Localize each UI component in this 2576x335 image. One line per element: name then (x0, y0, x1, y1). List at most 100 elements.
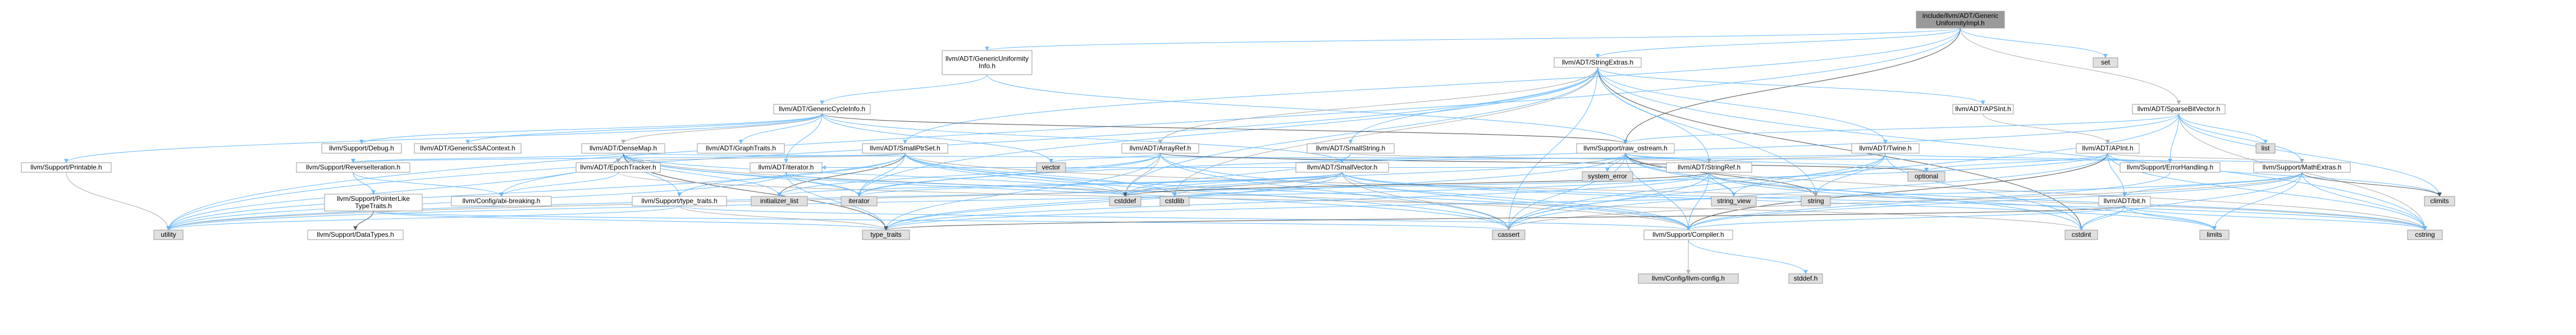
node-rawostream[interactable]: llvm/Support/raw_ostream.h (1576, 143, 1675, 154)
node-iterator_h[interactable]: llvm/ADT/iterator.h (750, 162, 823, 173)
edge-stringextras-to-iterator (857, 67, 1598, 197)
node-box (21, 162, 112, 173)
edge-apsint-to-apint (1983, 113, 2110, 144)
node-box (2076, 143, 2140, 154)
node-apint[interactable]: llvm/ADT/APInt.h (2076, 143, 2140, 154)
node-epochtracker[interactable]: llvm/ADT/EpochTracker.h (576, 162, 661, 173)
node-stddef: stddef.h (1788, 273, 1823, 284)
edge-iterator_h-to-cstddef (785, 172, 1127, 197)
node-mathextras[interactable]: llvm/Support/MathExtras.h (2253, 162, 2351, 173)
node-box (750, 162, 823, 173)
node-label: llvm/Support/Debug.h (329, 144, 394, 152)
node-label: llvm/Support/raw_ostream.h (1583, 144, 1667, 152)
edge-stringref-to-compiler (1686, 172, 1710, 231)
edge-typetraits_h-to-compiler (679, 205, 1691, 231)
edge-twine-to-smallvector (1340, 153, 1886, 163)
node-typetraits_h[interactable]: llvm/Support/type_traits.h (632, 196, 727, 206)
node-string_view: string_view (1711, 196, 1757, 206)
edge-epochtracker-to-abibreaking (499, 172, 619, 197)
edge-rawostream-to-cstddef (1123, 153, 1626, 197)
edge-mathextras-to-limits (2212, 172, 2303, 231)
node-label: optional (1915, 172, 1938, 180)
edge-smallvector-to-init_list (777, 172, 1343, 197)
node-box (2120, 162, 2221, 173)
node-label: llvm/ADT/GenericCycleInfo.h (779, 105, 865, 113)
node-reverseiter[interactable]: llvm/Support/ReverseIteration.h (296, 162, 410, 173)
edge-ptrlike-to-datatypes (353, 210, 374, 231)
edge-smallptrset-to-cstdlib (905, 153, 1177, 197)
node-label: llvm/Config/llvm-config.h (1652, 274, 1725, 282)
edge-smallptrset-to-reverseiter (351, 153, 906, 163)
node-label: climits (2430, 197, 2449, 205)
node-label: utility (161, 231, 176, 238)
edge-iterator_h-to-type_traits (785, 172, 888, 231)
node-abibreaking[interactable]: llvm/Config/abi-breaking.h (451, 196, 552, 206)
edge-sparsebv-to-errorhandling (2168, 113, 2180, 163)
node-genssactx[interactable]: llvm/ADT/GenericSSAContext.h (414, 143, 522, 154)
node-llvmconfig: llvm/Config/llvm-config.h (1638, 273, 1739, 284)
edge-gencycleinfo-to-graphtraits (738, 113, 823, 144)
node-label: cstdlib (1165, 197, 1184, 205)
node-label: limits (2207, 231, 2222, 238)
node-box (2098, 196, 2151, 206)
node-label: llvm/Support/type_traits.h (641, 197, 717, 205)
node-optional: optional (1907, 171, 1945, 182)
edge-bit-to-cstring (2124, 205, 2427, 231)
node-gencycleinfo[interactable]: llvm/ADT/GenericCycleInfo.h (773, 104, 871, 114)
node-label: llvm/ADT/iterator.h (759, 163, 814, 171)
edge-bit-to-type_traits (884, 205, 2125, 231)
edge-mathextras-to-cstdint (2079, 172, 2303, 231)
node-label: type_traits (870, 231, 901, 238)
node-box (581, 143, 665, 154)
node-label: llvm/ADT/Twine.h (1859, 144, 1911, 152)
node-box (773, 104, 871, 114)
node-arrayref[interactable]: llvm/ADT/ArrayRef.h (1121, 143, 1199, 154)
node-box (1121, 143, 1199, 154)
node-box (2093, 57, 2118, 68)
edge-stringextras-to-apsint (1597, 67, 1985, 105)
edge-genuniinfo-to-rawostream (986, 74, 1628, 144)
edge-densemap-to-typetraits_h (623, 153, 682, 197)
node-graphtraits[interactable]: llvm/ADT/GraphTraits.h (697, 143, 785, 154)
node-smallvector[interactable]: llvm/ADT/SmallVector.h (1295, 162, 1389, 173)
edge-stringref-to-utility (166, 172, 1710, 231)
node-label: cstring (2415, 231, 2435, 238)
edge-mathextras-to-type_traits (884, 172, 2303, 231)
node-compiler[interactable]: llvm/Support/Compiler.h (1643, 230, 1733, 240)
node-stringextras[interactable]: llvm/ADT/StringExtras.h (1554, 57, 1642, 68)
edge-bit-to-compiler (1686, 205, 2125, 231)
edge-gencycleinfo-to-rawostream (821, 113, 1628, 144)
node-label: llvm/Support/MathExtras.h (2263, 163, 2342, 171)
node-box (1851, 143, 1920, 154)
edge-mathextras-to-cstring (2301, 172, 2427, 231)
node-apsint[interactable]: llvm/ADT/APSInt.h (1952, 104, 2014, 114)
node-box (1643, 230, 1733, 240)
node-datatypes[interactable]: llvm/Support/DataTypes.h (307, 230, 404, 240)
node-twine[interactable]: llvm/ADT/Twine.h (1851, 143, 1920, 154)
node-smallptrset[interactable]: llvm/ADT/SmallPtrSet.h (862, 143, 948, 154)
node-sparsebv[interactable]: llvm/ADT/SparseBitVector.h (2132, 104, 2226, 114)
node-box (632, 196, 727, 206)
edge-smallptrset-to-cassert (905, 153, 1511, 231)
edge-smallvector-to-limits (1341, 172, 2217, 231)
node-utility: utility (153, 230, 184, 240)
edge-arrayref-to-iterator (857, 153, 1161, 197)
node-smallstring[interactable]: llvm/ADT/SmallString.h (1307, 143, 1395, 154)
node-bit[interactable]: llvm/ADT/bit.h (2098, 196, 2151, 206)
edge-stringextras-to-string (1597, 67, 1818, 197)
node-printable[interactable]: llvm/Support/Printable.h (21, 162, 112, 173)
node-label: llvm/ADT/GenericSSAContext.h (420, 144, 515, 152)
node-label: llvm/Support/Printable.h (30, 163, 102, 171)
node-label: llvm/ADT/GraphTraits.h (706, 144, 776, 152)
node-densemap[interactable]: llvm/ADT/DenseMap.h (581, 143, 665, 154)
node-debug[interactable]: llvm/Support/Debug.h (321, 143, 402, 154)
node-box (1711, 196, 1757, 206)
node-errorhandling[interactable]: llvm/Support/ErrorHandling.h (2120, 162, 2221, 173)
edge-mathextras-to-climits (2301, 172, 2442, 197)
node-label: llvm/Support/ReverseIteration.h (306, 163, 400, 171)
node-stringref[interactable]: llvm/ADT/StringRef.h (1666, 162, 1752, 173)
node-label: llvm/Support/PointerLike (337, 195, 410, 203)
